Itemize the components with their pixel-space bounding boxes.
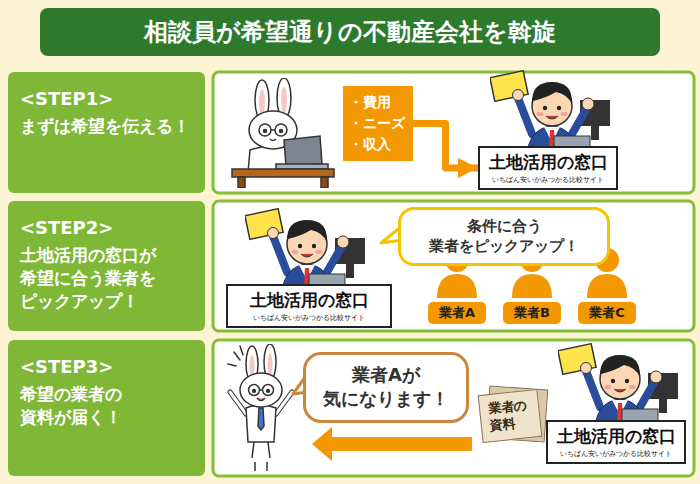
speech-bubble: 業者Aが 気になります！ — [303, 352, 469, 423]
scene-panel — [213, 201, 694, 331]
vendor-label: 業者B — [503, 302, 561, 324]
sign-name: 土地活用の窓口 — [484, 151, 612, 174]
sign-tagline: いちばん安いがみつかる比較サイト — [552, 449, 680, 459]
speech-bubble: 条件に合う 業者をピックアップ！ — [398, 207, 610, 266]
scene-panel — [213, 340, 694, 476]
box-text: ・費用 ・ニーズ ・収入 — [349, 92, 407, 155]
flow-arrow — [413, 124, 478, 169]
box-text: 業者Aが 気になります！ — [318, 363, 454, 412]
scene-panel — [213, 72, 694, 193]
desk-sign: 土地活用の窓口いちばん安いがみつかる比較サイト — [546, 420, 686, 464]
rabbit-jumping — [230, 344, 292, 471]
step-description: 希望の業者の 資料が届く！ — [20, 383, 135, 429]
title-banner: 相談員が希望通りの不動産会社を斡旋 — [40, 8, 660, 56]
step-panel: <STEP3> 希望の業者の 資料が届く！ — [8, 340, 205, 476]
sign-tagline: いちばん安いがみつかる比較サイト — [232, 313, 386, 323]
request-list-box: ・費用 ・ニーズ ・収入 — [343, 86, 413, 161]
box-text: 条件に合う 業者をピックアップ！ — [411, 216, 597, 257]
desk-sign: 土地活用の窓口いちばん安いがみつかる比較サイト — [226, 284, 392, 328]
delivery-arrow — [312, 427, 472, 461]
vendor-label: 業者C — [578, 302, 636, 324]
step-panel: <STEP2> 土地活用の窓口が 希望に合う業者を ピックアップ！ — [8, 201, 205, 331]
vendor-label: 業者A — [428, 302, 486, 324]
box-text: 業者の 資料 — [487, 397, 534, 435]
step-number: <STEP2> — [20, 217, 193, 238]
sparkle — [228, 346, 243, 366]
sign-tagline: いちばん安いがみつかる比較サイト — [484, 175, 612, 185]
step-number: <STEP1> — [20, 88, 193, 109]
step-description: 土地活用の窓口が 希望に合う業者を ピックアップ！ — [20, 244, 170, 313]
sign-name: 土地活用の窓口 — [552, 425, 680, 448]
sign-name: 土地活用の窓口 — [232, 289, 386, 312]
desk-sign: 土地活用の窓口いちばん安いがみつかる比較サイト — [478, 146, 618, 190]
document-box: 業者の 資料 — [478, 389, 543, 443]
box-text: 業者C — [578, 304, 636, 322]
box-text: 業者B — [503, 304, 561, 322]
step-number: <STEP3> — [20, 356, 193, 377]
step-panel: <STEP1> まずは希望を伝える！ — [8, 72, 205, 193]
step-description: まずは希望を伝える！ — [20, 115, 205, 138]
rabbit-at-laptop — [232, 78, 334, 188]
box-text: 業者A — [428, 304, 486, 322]
